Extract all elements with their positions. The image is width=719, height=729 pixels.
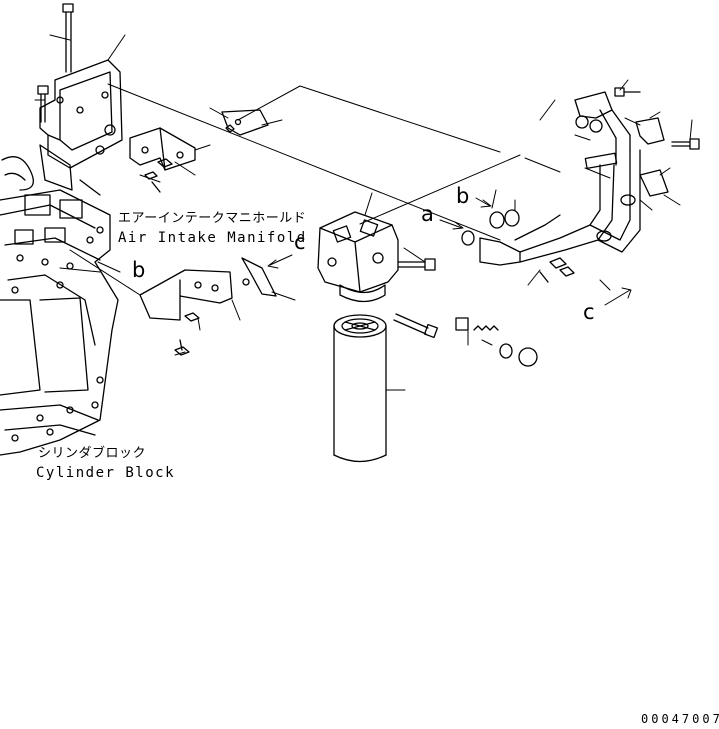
long-bolt-lower (393, 313, 439, 339)
head-bolt (397, 258, 436, 271)
ref-label-c-right: c (583, 300, 595, 324)
short-bolt (37, 85, 49, 123)
filter-head (317, 211, 399, 303)
upper-bracket (39, 59, 123, 191)
ref-label-c-left: c (294, 230, 306, 254)
cylinder-block (0, 156, 119, 456)
clip-upper (221, 109, 269, 136)
relief-valve (455, 317, 538, 367)
clip-lower (241, 257, 277, 297)
filter-cartridge (333, 314, 387, 463)
mid-bracket (129, 127, 196, 193)
drawing-number: 00047007 (641, 712, 719, 726)
long-bolt (62, 3, 74, 73)
pipe-bolt-right (671, 138, 700, 150)
air-intake-manifold-label-jp: エアーインテークマニホールド (118, 211, 307, 226)
ref-label-b-left: b (132, 258, 146, 282)
ref-label-a: a (421, 202, 434, 226)
cylinder-block-label-jp: シリンダブロック (38, 446, 147, 461)
o-rings (461, 209, 520, 246)
air-intake-manifold-label-en: Air Intake Manifold (118, 230, 307, 246)
ref-arrow-c (267, 254, 632, 306)
lower-bracket (139, 269, 233, 356)
cylinder-block-label-en: Cylinder Block (36, 465, 176, 481)
ref-arrow-b (97, 197, 492, 273)
ref-arrow-a (439, 219, 464, 230)
leader-lines (34, 34, 693, 391)
pipe-bolt-top (614, 87, 641, 97)
ref-label-b-right: b (456, 184, 470, 208)
pipe-assembly (479, 91, 669, 283)
